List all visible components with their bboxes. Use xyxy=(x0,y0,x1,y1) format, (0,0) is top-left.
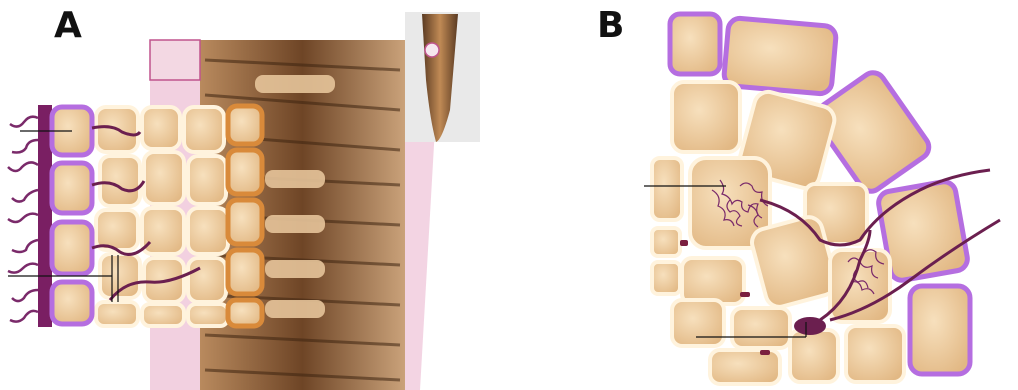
root-hairs xyxy=(8,117,38,322)
inset-box xyxy=(150,40,200,80)
panel-b-diagram xyxy=(644,14,1000,384)
rhizodermis-cells-a xyxy=(52,107,92,324)
exodermis-cells-a xyxy=(228,106,262,326)
panel-a-diagram xyxy=(8,12,480,390)
root-inset-marker xyxy=(425,43,439,57)
vesicle xyxy=(794,317,826,335)
